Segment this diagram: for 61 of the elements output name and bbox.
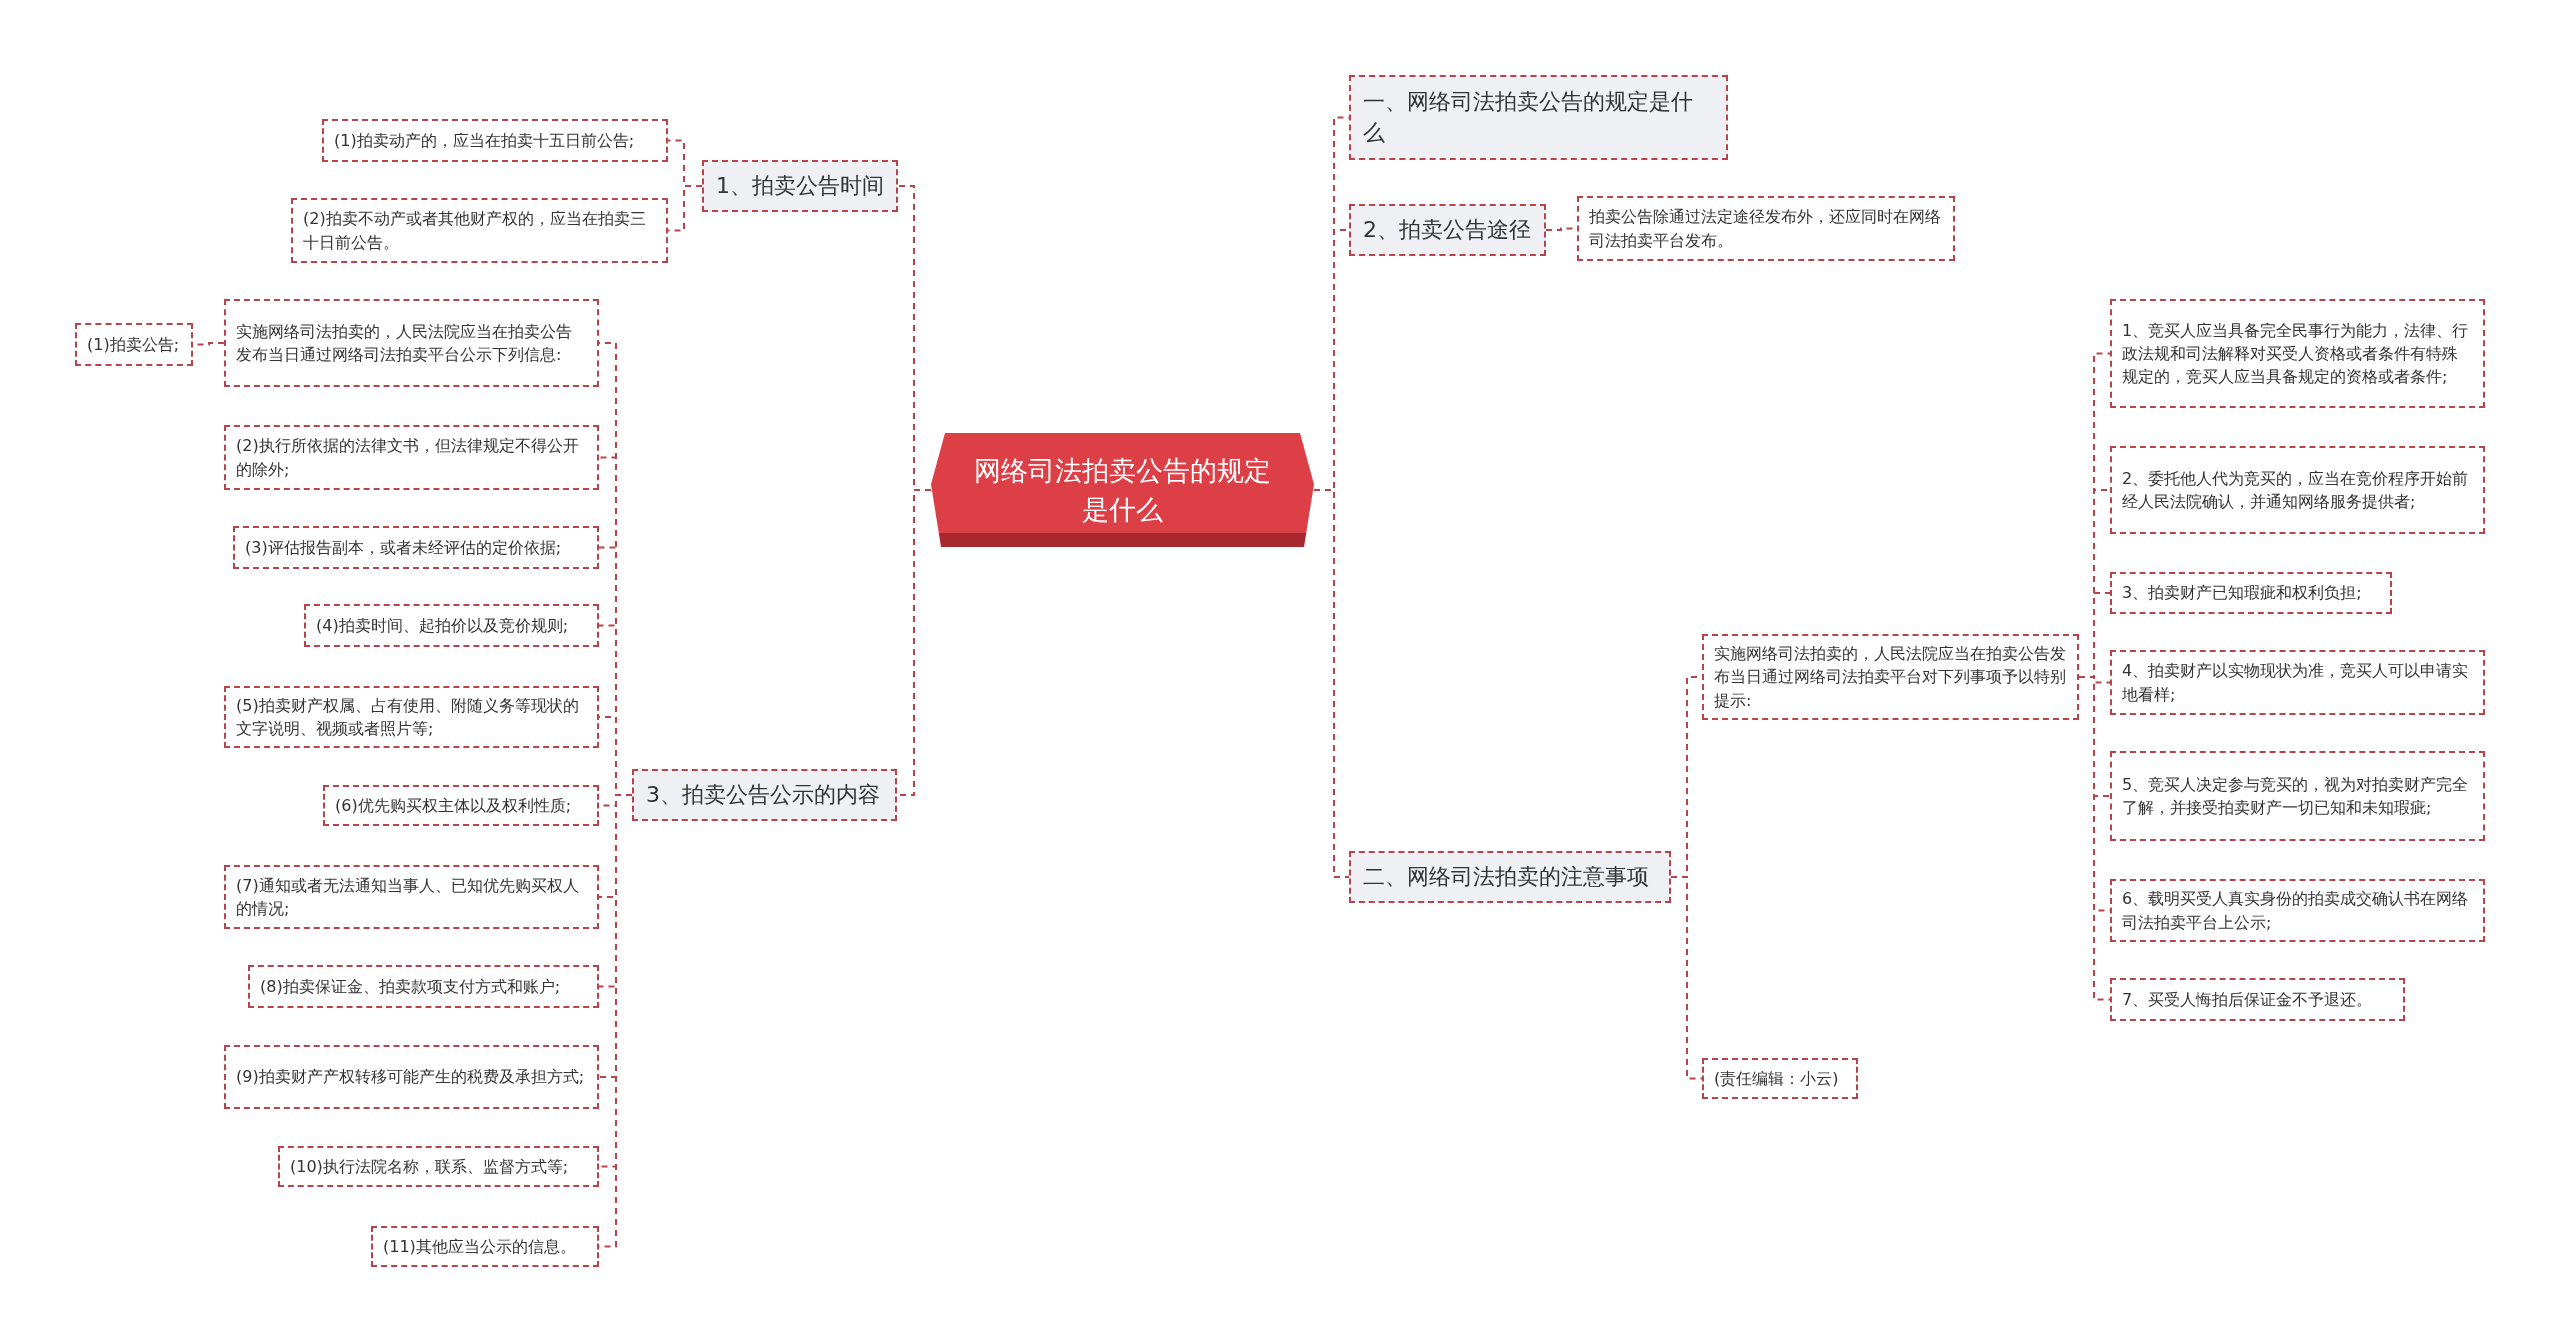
topic-box bbox=[1349, 851, 1671, 903]
subtopic-text: (11)其他应当公示的信息。 bbox=[383, 1235, 577, 1258]
subtopic-text: 实施网络司法拍卖的，人民法院应当在拍卖公告发布当日通过网络司法拍卖平台对下列事项予以特别提示: bbox=[1714, 643, 2067, 712]
subtopic-text: (责任编辑：小云) bbox=[1714, 1067, 1840, 1090]
subtopic-box bbox=[224, 425, 599, 490]
subtopic-box bbox=[291, 198, 668, 263]
subtopic-box bbox=[2110, 879, 2485, 942]
subtopic-box bbox=[1702, 634, 2079, 720]
topic-text: 二、网络司法拍卖的注意事项 bbox=[1363, 862, 1650, 891]
subtopic-text: (5)拍卖财产权属、占有使用、附随义务等现状的文字说明、视频或者照片等; bbox=[236, 694, 580, 740]
subtopic-text: (3)评估报告副本，或者未经评估的定价依据; bbox=[245, 536, 563, 559]
subtopic-text: (10)执行法院名称，联系、监督方式等; bbox=[290, 1155, 570, 1178]
subtopic-box bbox=[1577, 196, 1955, 261]
subtopic-text: (1)拍卖动产的，应当在拍卖十五日前公告; bbox=[334, 129, 636, 152]
subtopic-box bbox=[371, 1226, 599, 1267]
subtopic-box bbox=[322, 119, 668, 162]
subtopic-box bbox=[2110, 751, 2485, 841]
subtopic-text: 3、拍卖财产已知瑕疵和权利负担; bbox=[2122, 582, 2363, 605]
subtopic-box bbox=[248, 965, 599, 1008]
central-topic-text: 网络司法拍卖公告的规定是什么 bbox=[973, 453, 1272, 527]
subtopic-box bbox=[224, 686, 599, 748]
subtopic-text: 实施网络司法拍卖的，人民法院应当在拍卖公告发布当日通过网络司法拍卖平台公示下列信息: bbox=[236, 320, 573, 366]
connector-line bbox=[1670, 876, 1703, 1080]
subtopic-text: (4)拍卖时间、起拍价以及竞价规则; bbox=[316, 614, 570, 637]
subtopic-text: 6、载明买受人真实身份的拍卖成交确认书在网络司法拍卖平台上公示; bbox=[2122, 888, 2470, 934]
subtopic-text: 4、拍卖财产以实物现状为准，竞买人可以申请实地看样; bbox=[2122, 660, 2470, 706]
topic-text: 一、网络司法拍卖公告的规定是什么 bbox=[1363, 87, 1694, 147]
subtopic-text: 1、竞买人应当具备完全民事行为能力，法律、行政法规和司法解释对买受人资格或者条件有特殊规定的，竞买人应当具备规定的资格或者条件; bbox=[2122, 319, 2470, 389]
subtopic-box bbox=[2110, 978, 2405, 1021]
subtopic-text: 5、竞买人决定参与竞买的，视为对拍卖财产完全了解，并接受拍卖财产一切已知和未知瑕疵; bbox=[2122, 773, 2470, 819]
subtopic-text: 2、委托他人代为竞买的，应当在竞价程序开始前经人民法院确认，并通知网络服务提供者; bbox=[2122, 467, 2470, 513]
subtopic-box bbox=[2110, 572, 2392, 614]
subtopic-box bbox=[233, 526, 599, 569]
subtopic-box bbox=[2110, 299, 2485, 408]
subtopic-box bbox=[1702, 1058, 1858, 1099]
subtopic-text: 拍卖公告除通过法定途径发布外，还应同时在网络司法拍卖平台发布。 bbox=[1589, 206, 1942, 252]
subtopic-text: (8)拍卖保证金、拍卖款项支付方式和账户; bbox=[260, 975, 562, 998]
subtopic-box bbox=[2110, 650, 2485, 715]
topic-box bbox=[1349, 75, 1728, 160]
topic-box bbox=[702, 160, 898, 212]
topic-text: 1、拍卖公告时间 bbox=[716, 171, 884, 200]
subtopic-text: (7)通知或者无法通知当事人、已知优先购买权人的情况; bbox=[236, 874, 580, 920]
subtopic-text: (6)优先购买权主体以及权利性质; bbox=[335, 794, 573, 817]
subtopic-box bbox=[2110, 446, 2485, 534]
subtopic-text: (2)执行所依据的法律文书，但法律规定不得公开的除外; bbox=[236, 435, 580, 481]
topic-text: 3、拍卖公告公示的内容 bbox=[646, 780, 881, 809]
subtopic-box bbox=[323, 785, 599, 826]
subtopic-text: (1)拍卖公告; bbox=[87, 333, 181, 356]
subtopic-text: (2)拍卖不动产或者其他财产权的，应当在拍卖三十日前公告。 bbox=[303, 208, 647, 254]
connector-line bbox=[2078, 676, 2111, 1001]
subtopic-text: 7、买受人悔拍后保证金不予退还。 bbox=[2122, 988, 2374, 1011]
topic-text: 2、拍卖公告途径 bbox=[1363, 215, 1532, 244]
subtopic-box bbox=[224, 1045, 599, 1109]
subtopic-box bbox=[304, 604, 599, 647]
topic-box bbox=[632, 769, 897, 821]
subtopic-box bbox=[278, 1146, 599, 1187]
subtopic-box bbox=[75, 323, 193, 366]
subtopic-box bbox=[224, 299, 599, 387]
subtopic-text: (9)拍卖财产产权转移可能产生的税费及承担方式; bbox=[236, 1066, 586, 1089]
topic-box bbox=[1349, 204, 1546, 256]
subtopic-box bbox=[224, 865, 599, 929]
